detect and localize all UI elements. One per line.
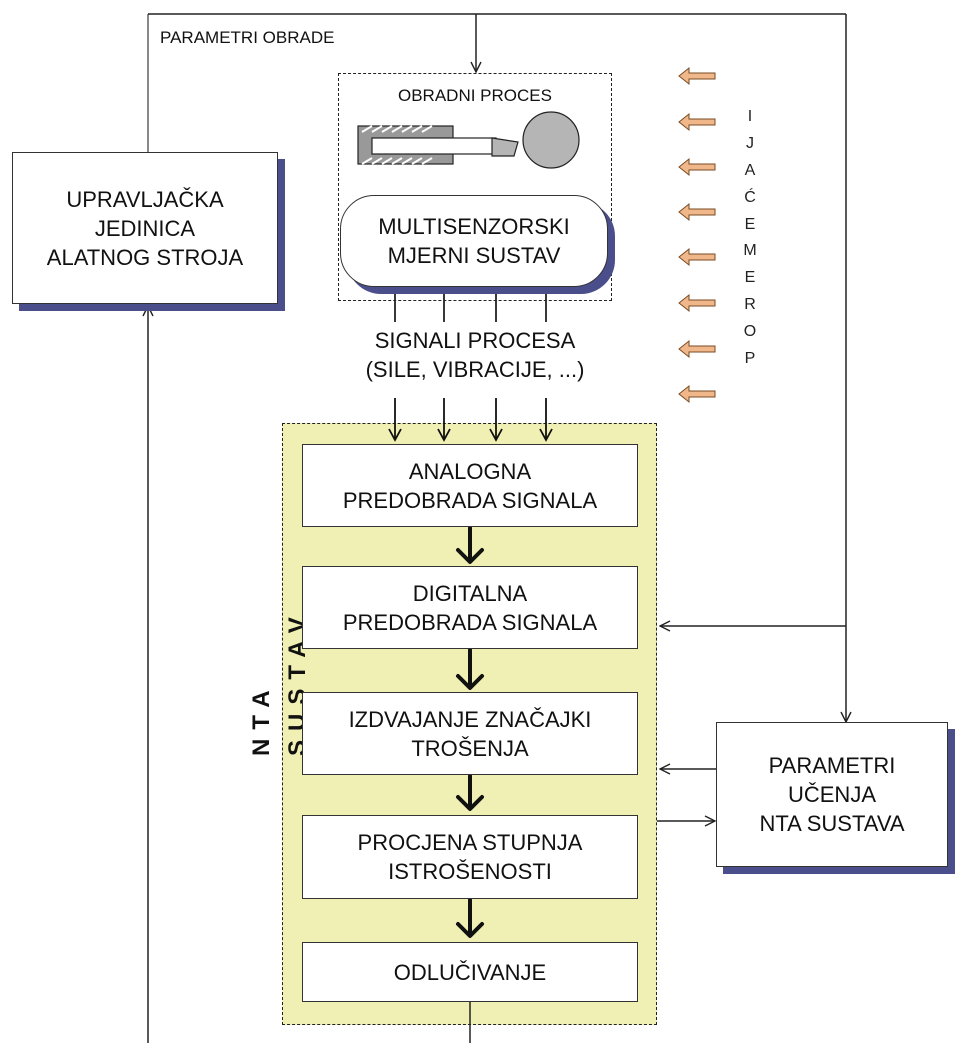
learning-parameters-box: PARAMETRI UČENJA NTA SUSTAVA xyxy=(716,722,948,867)
learning-line-3: NTA SUSTAVA xyxy=(759,811,905,836)
disturbance-arrow-3 xyxy=(678,157,716,177)
pipeline-arrow-1 xyxy=(456,526,484,564)
disturbance-arrow-6 xyxy=(678,293,716,313)
control-unit-line-1: UPRAVLJAČKA xyxy=(66,186,224,212)
analog-line-1: ANALOGNA xyxy=(408,458,532,484)
disturbances-letter: M xyxy=(743,242,757,260)
process-parameters-label: PARAMETRI OBRADE xyxy=(160,28,335,47)
pipeline-arrow-3 xyxy=(456,774,484,811)
control-unit-line-2: JEDINICA xyxy=(94,215,196,241)
estimation-line-1: PROCJENA STUPNJA xyxy=(357,830,583,855)
multisensor-system-box: MULTISENZORSKI MJERNI SUSTAV xyxy=(340,195,608,287)
estimation-line-2: ISTROŠENOSTI xyxy=(388,859,552,884)
disturbances-letter: E xyxy=(744,215,756,233)
analog-preprocessing-box: ANALOGNA PREDOBRADA SIGNALA xyxy=(302,444,638,527)
digital-line-2: PREDOBRADA SIGNALA xyxy=(342,609,598,635)
decision-box: ODLUČIVANJE xyxy=(302,942,638,1002)
disturbances-letter: P xyxy=(744,349,756,367)
decision-label: ODLUČIVANJE xyxy=(393,959,547,985)
disturbances-letter: A xyxy=(744,161,756,179)
disturbances-letter: I xyxy=(747,108,753,125)
disturbance-arrows xyxy=(678,66,716,404)
disturbances-label: I J A Ć E M E R O P xyxy=(738,108,762,368)
process-frame xyxy=(338,73,612,301)
machine-control-unit-box: UPRAVLJAČKA JEDINICA ALATNOG STROJA xyxy=(12,152,278,304)
multisensor-line-1: MULTISENZORSKI xyxy=(378,214,570,239)
disturbances-letter: O xyxy=(743,323,757,340)
learning-line-2: UČENJA xyxy=(787,782,876,807)
disturbances-letter: E xyxy=(744,269,756,287)
analog-line-2: PREDOBRADA SIGNALA xyxy=(342,487,598,513)
disturbance-arrow-2 xyxy=(678,112,716,132)
control-unit-line-3: ALATNOG STROJA xyxy=(46,244,244,270)
disturbance-arrow-8 xyxy=(678,384,716,404)
disturbance-arrow-1 xyxy=(678,66,716,86)
process-signals-label: SIGNALI PROCESA (SILE, VIBRACIJE, ...) xyxy=(320,326,630,384)
machining-process-label: OBRADNI PROCES xyxy=(398,86,552,105)
learning-line-1: PARAMETRI xyxy=(768,753,896,778)
disturbance-arrow-7 xyxy=(678,339,716,359)
disturbances-letter: J xyxy=(746,134,754,152)
digital-line-1: DIGITALNA xyxy=(412,580,528,606)
wear-estimation-box: PROCJENA STUPNJA ISTROŠENOSTI xyxy=(302,815,638,899)
pipeline-arrow-4 xyxy=(456,898,484,938)
digital-preprocessing-box: DIGITALNA PREDOBRADA SIGNALA xyxy=(302,566,638,649)
disturbances-letter: Ć xyxy=(744,188,756,206)
feature-extraction-box: IZDVAJANJE ZNAČAJKI TROŠENJA xyxy=(302,692,638,775)
disturbance-arrow-4 xyxy=(678,202,716,222)
disturbance-arrow-5 xyxy=(678,247,716,267)
feature-line-1: IZDVAJANJE ZNAČAJKI xyxy=(348,706,592,732)
signals-line-1: SIGNALI PROCESA xyxy=(374,328,576,353)
machining-tool-illustration xyxy=(357,111,580,169)
feature-line-2: TROŠENJA xyxy=(411,735,529,761)
signals-line-2: (SILE, VIBRACIJE, ...) xyxy=(365,357,585,382)
multisensor-line-2: MJERNI SUSTAV xyxy=(387,243,561,268)
disturbances-letter: R xyxy=(744,296,756,314)
pipeline-arrow-2 xyxy=(456,648,484,690)
